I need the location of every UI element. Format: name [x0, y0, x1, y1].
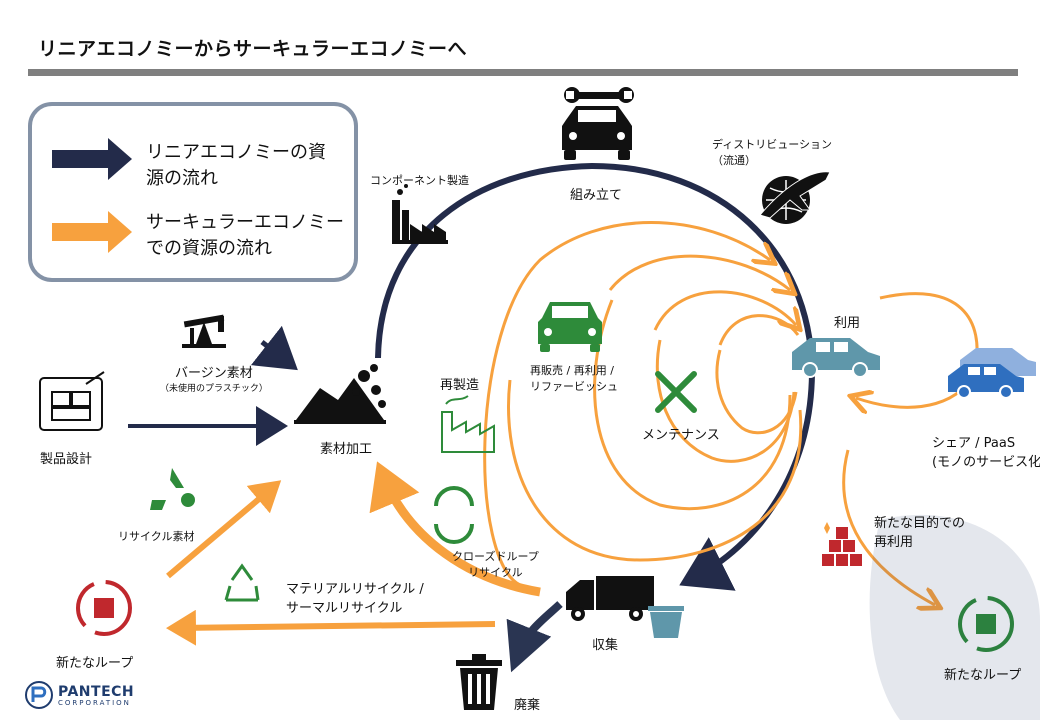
label-component: コンポーネント製造	[370, 174, 469, 187]
loop-remanufacture	[483, 221, 770, 587]
closed-loop-recycle-icon	[434, 486, 474, 544]
closed-loop-recycle-arrow	[369, 461, 541, 597]
label-virgin-main: バージン素材	[175, 366, 253, 381]
pantech-logo-icon	[25, 681, 53, 709]
label-share-line1: シェア / PaaS	[932, 436, 1016, 451]
title-rule	[28, 69, 1018, 76]
label-closed-loop: クローズドループ リサイクル	[452, 548, 539, 580]
legend-linear-line1: リニアエコノミーの資	[146, 142, 326, 163]
legend-circular-arrow	[52, 211, 132, 253]
label-material-recycle-line2: サーマルリサイクル	[286, 601, 403, 616]
label-material-processing: 素材加工	[320, 442, 373, 457]
legend-linear-line2: 源の流れ	[146, 168, 218, 189]
pantech-logo-sub: CORPORATION	[58, 699, 131, 707]
loop-maintenance-return	[655, 339, 796, 463]
label-recycled-material: リサイクル素材	[118, 530, 195, 543]
oil-pump-icon	[182, 314, 226, 348]
factory-icon	[392, 184, 448, 244]
label-distribution-line2: （流通）	[712, 154, 756, 167]
label-share-line2: (モノのサービス化)	[932, 455, 1040, 470]
label-collection: 収集	[592, 638, 619, 653]
car-resale-icon	[538, 302, 602, 352]
loop-inner-return	[715, 349, 798, 435]
label-share: シェア / PaaS (モノのサービス化)	[932, 432, 1040, 470]
label-assembly: 組み立て	[570, 188, 623, 203]
label-distribution-line1: ディストリビューション	[712, 138, 833, 151]
wrench-icon	[564, 87, 634, 103]
label-resale-line2: リファービッシュ	[530, 380, 618, 393]
recycle-icon-small	[224, 563, 260, 602]
label-remanufacture: 再製造	[440, 378, 480, 393]
label-disposal: 廃棄	[514, 698, 541, 713]
legend-circular-label: サーキュラーエコノミー での資源の流れ	[146, 210, 344, 262]
new-loop-right-icon	[958, 596, 1014, 652]
label-material-recycle: マテリアルリサイクル / サーマルリサイクル	[286, 578, 424, 616]
loop-resale-return	[593, 299, 792, 511]
label-new-loop-left: 新たなループ	[56, 656, 134, 671]
tools-icon	[655, 371, 697, 413]
label-product-design: 製品設計	[40, 452, 93, 467]
car-share-icon	[948, 348, 1036, 399]
linear-loop-arc	[375, 162, 816, 591]
watermark-shape	[869, 514, 1040, 720]
legend-circular-line1: サーキュラーエコノミー	[146, 212, 344, 233]
blueprint-icon	[39, 371, 105, 431]
loop-repurpose	[842, 449, 935, 605]
label-closed-loop-line2: リサイクル	[468, 566, 523, 579]
car-use-icon	[792, 338, 880, 378]
loop-resale	[608, 254, 790, 290]
label-use: 利用	[834, 316, 861, 331]
collection-to-disposal-arrow	[506, 601, 563, 673]
factory-green-icon	[441, 395, 495, 453]
legend-linear-arrow	[52, 138, 132, 180]
trash-can-icon	[456, 654, 502, 710]
label-maintenance: メンテナンス	[642, 428, 720, 443]
legend-box	[28, 102, 358, 282]
loop-inner	[718, 314, 800, 346]
loop-maintenance	[653, 290, 796, 330]
recycled-material-arrow	[166, 480, 282, 579]
label-repurpose: 新たな目的での 再利用	[874, 512, 965, 550]
label-virgin: バージン素材 （未使用のプラスチック）	[160, 362, 268, 394]
new-loop-left-icon	[76, 580, 132, 636]
bin-small-icon	[648, 606, 684, 638]
car-front-icon	[562, 106, 632, 160]
label-distribution: ディストリビューション （流通）	[712, 136, 832, 168]
airplane-globe-icon	[759, 171, 831, 224]
label-virgin-sub: （未使用のプラスチック）	[160, 384, 268, 394]
legend-linear-label: リニアエコノミーの資 源の流れ	[146, 140, 326, 192]
pantech-logo-text: PANTECH	[58, 684, 135, 700]
legend-circular-line2: での資源の流れ	[146, 238, 272, 259]
page-title: リニアエコノミーからサーキュラーエコノミーへ	[38, 38, 468, 60]
circular-loops	[483, 221, 979, 606]
label-closed-loop-line1: クローズドループ	[452, 550, 539, 563]
virgin-to-processing-arrow	[250, 325, 298, 371]
loop-outer-return	[507, 379, 803, 562]
recycle-leaf-icon	[150, 468, 195, 510]
label-repurpose-line2: 再利用	[874, 535, 914, 550]
label-resale-line1: 再販売 / 再利用 /	[530, 364, 614, 377]
truck-icon	[566, 576, 654, 621]
label-material-recycle-line1: マテリアルリサイクル /	[286, 582, 424, 597]
raw-material-icon	[294, 364, 386, 424]
label-new-loop-right: 新たなループ	[944, 668, 1022, 683]
material-recycle-arrow	[166, 609, 496, 646]
stacked-boxes-icon	[822, 522, 862, 566]
label-repurpose-line1: 新たな目的での	[874, 516, 966, 531]
label-resale: 再販売 / 再利用 / リファービッシュ	[530, 362, 618, 394]
